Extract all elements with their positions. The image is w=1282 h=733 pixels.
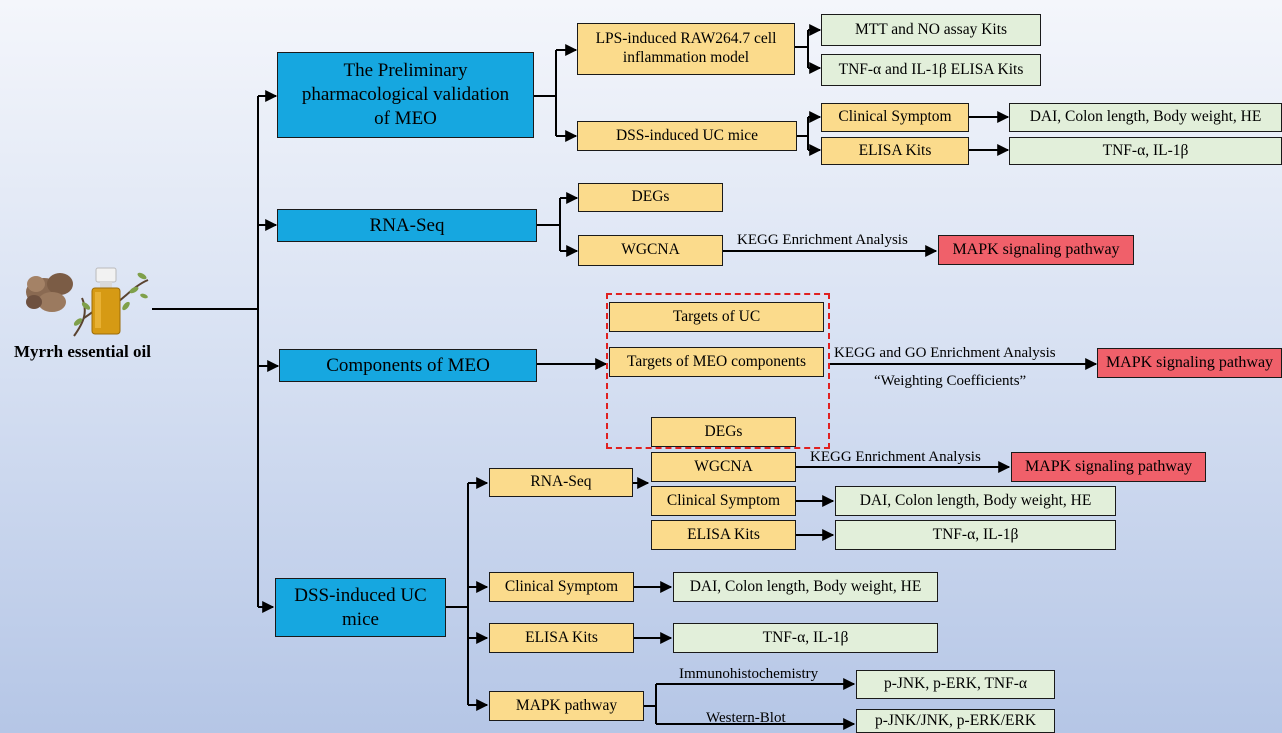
dss-clinical-box: Clinical Symptom [489, 572, 634, 602]
degs-box: DEGs [578, 183, 723, 212]
wb-result-box: p-JNK/JNK, p-ERK/ERK [856, 709, 1055, 733]
ihc-result-box: p-JNK, p-ERK, TNF-α [856, 670, 1055, 699]
dss-kegg-label: KEGG Enrichment Analysis [810, 449, 981, 465]
dss-elisa-result-box: TNF-α, IL-1β [673, 623, 938, 653]
clinical-result-box: DAI, Colon length, Body weight, HE [1009, 103, 1282, 132]
weighting-coefficients-label: “Weighting Coefficients” [874, 373, 1027, 389]
dss-degs-box: DEGs [651, 417, 796, 447]
dss-elisa-box: ELISA Kits [489, 623, 634, 653]
targets-meo-box: Targets of MEO components [609, 347, 824, 377]
dss-clinical-result-box: DAI, Colon length, Body weight, HE [673, 572, 938, 602]
components-mapk-box: MAPK signaling pathway [1097, 348, 1282, 378]
dss-wgcna-box: WGCNA [651, 452, 796, 482]
dss-mice-branch-box: DSS-induced UC mice [275, 578, 446, 637]
wgcna-box: WGCNA [578, 235, 723, 266]
tnf-il1b-kits-box: TNF-α and IL-1β ELISA Kits [821, 54, 1041, 86]
components-box: Components of MEO [279, 349, 537, 382]
dss-sub-elisa-result-box: TNF-α, IL-1β [835, 520, 1116, 550]
targets-uc-box: Targets of UC [609, 302, 824, 332]
myrrh-resin-and-oil-bottle-icon [22, 262, 150, 340]
dss-sub-elisa-box: ELISA Kits [651, 520, 796, 550]
rnaseq-box: RNA-Seq [277, 209, 537, 242]
dss-mice-box: DSS-induced UC mice [577, 121, 797, 151]
kegg-enrichment-label: KEGG Enrichment Analysis [737, 232, 908, 248]
mapk-signaling-box: MAPK signaling pathway [938, 235, 1134, 265]
elisa-kits-box: ELISA Kits [821, 137, 969, 165]
immunohistochemistry-label: Immunohistochemistry [679, 666, 819, 682]
lps-model-box: LPS-induced RAW264.7 cell inflammation m… [577, 23, 795, 75]
elisa-result-box: TNF-α, IL-1β [1009, 137, 1282, 165]
dss-mapk-signaling-box: MAPK signaling pathway [1011, 452, 1206, 482]
kegg-go-label: KEGG and GO Enrichment Analysis [834, 345, 1056, 361]
dss-rnaseq-box: RNA-Seq [489, 468, 633, 497]
dss-sub-clinical-result-box: DAI, Colon length, Body weight, HE [835, 486, 1116, 516]
dss-sub-clinical-box: Clinical Symptom [651, 486, 796, 516]
root-label: Myrrh essential oil [14, 342, 151, 361]
preliminary-validation-box: The Preliminary pharmacological validati… [277, 52, 534, 138]
dss-mapk-pathway-box: MAPK pathway [489, 691, 644, 721]
dashed-highlight-outline [606, 293, 830, 449]
clinical-symptom-box: Clinical Symptom [821, 103, 969, 132]
mtt-no-kits-box: MTT and NO assay Kits [821, 14, 1041, 46]
western-blot-label: Western-Blot [706, 710, 786, 726]
